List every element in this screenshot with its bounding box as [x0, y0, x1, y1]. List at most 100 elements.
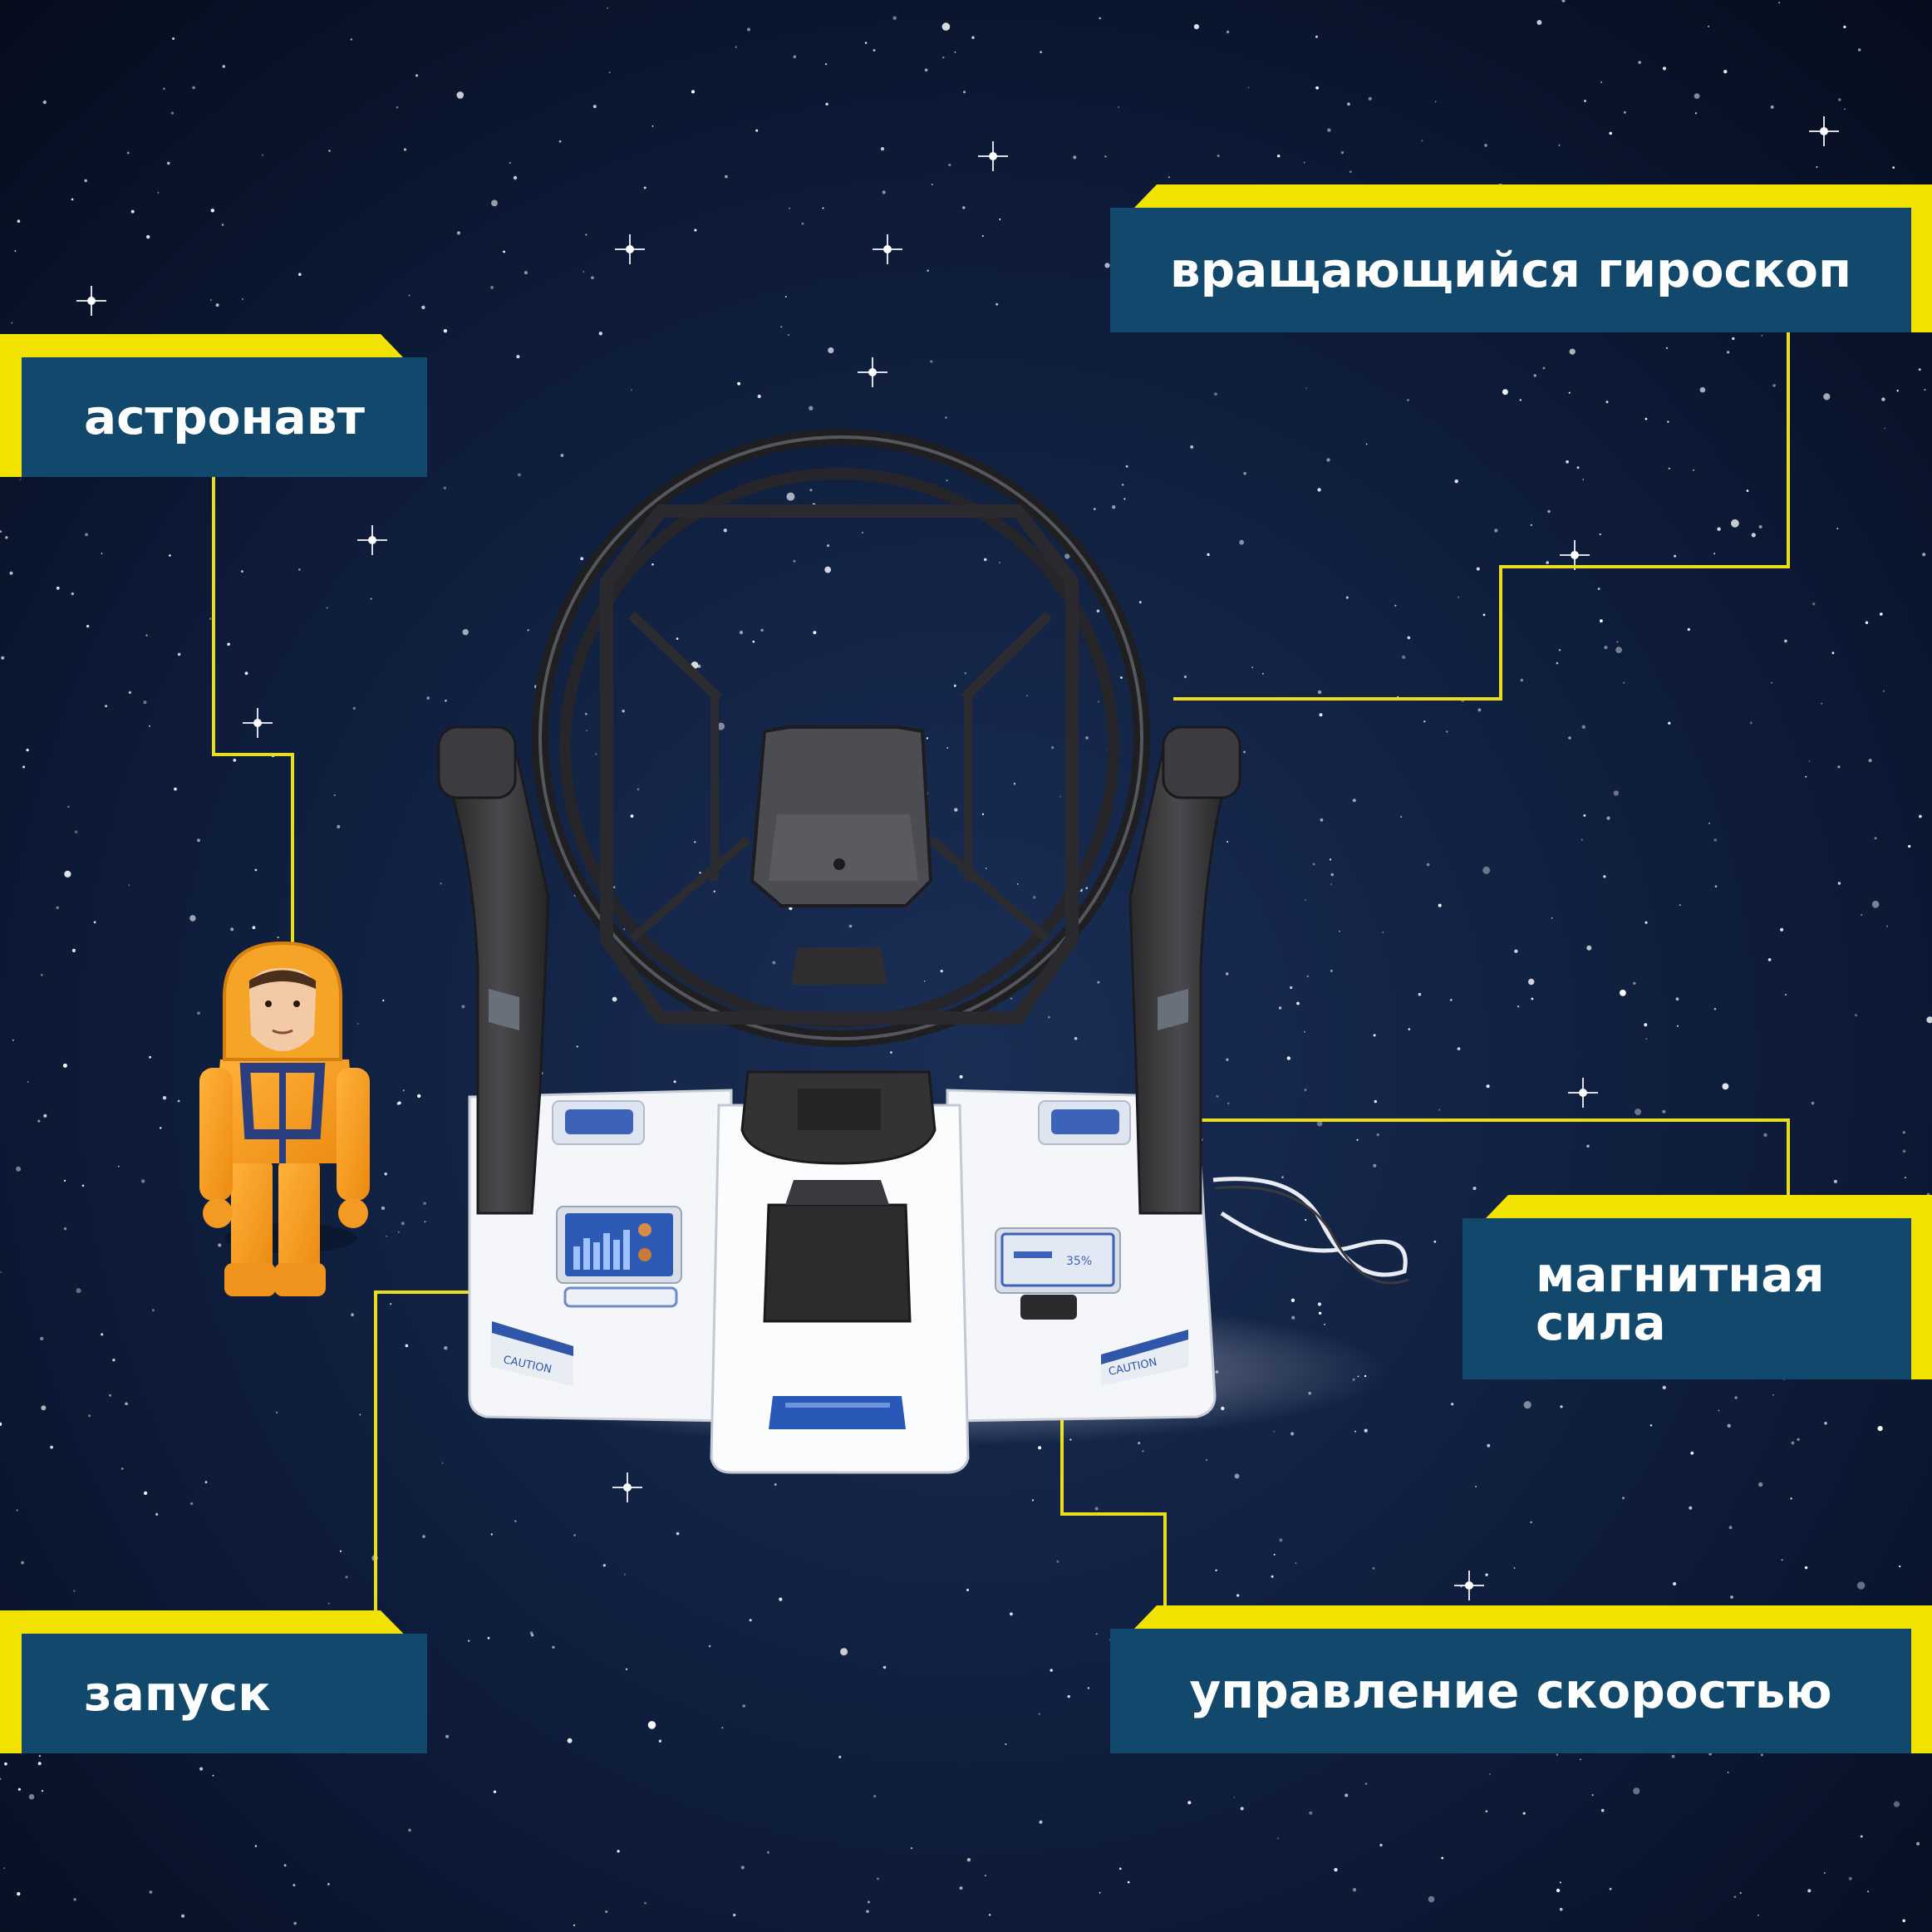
- star: [1797, 1438, 1800, 1442]
- star: [1883, 690, 1885, 692]
- star: [1761, 1753, 1763, 1757]
- star: [774, 1483, 777, 1486]
- star: [1785, 993, 1787, 996]
- star: [910, 1847, 913, 1850]
- magnetic-leader-line: [953, 1118, 1790, 1195]
- star: [1599, 533, 1601, 536]
- star: [1484, 144, 1487, 147]
- star: [177, 1099, 180, 1103]
- star: [1059, 795, 1061, 798]
- star: [1324, 1323, 1326, 1325]
- star: [1087, 1687, 1090, 1689]
- bright-star-core: [883, 245, 892, 253]
- star: [1718, 1409, 1720, 1412]
- star: [1104, 263, 1110, 268]
- star: [651, 563, 654, 566]
- star: [1919, 206, 1921, 209]
- star: [767, 1851, 769, 1854]
- star: [398, 1101, 401, 1105]
- star: [41, 974, 43, 976]
- star: [1693, 469, 1694, 471]
- star: [1623, 681, 1625, 684]
- star: [755, 129, 759, 132]
- star: [1345, 1793, 1349, 1797]
- star: [263, 354, 266, 356]
- star: [780, 326, 783, 328]
- star: [81, 1184, 85, 1187]
- star: [862, 531, 863, 533]
- star: [1, 1613, 5, 1617]
- star: [1051, 746, 1054, 750]
- star: [5, 536, 8, 539]
- star: [1600, 81, 1603, 84]
- star: [1475, 1486, 1477, 1487]
- star: [62, 1063, 67, 1068]
- star: [37, 1119, 41, 1123]
- magnetic-label: магнитная сила: [1463, 1218, 1911, 1379]
- star: [558, 140, 562, 143]
- star: [946, 479, 948, 482]
- star: [1226, 972, 1229, 976]
- star: [1125, 465, 1128, 468]
- star: [673, 1080, 676, 1084]
- star: [1918, 368, 1921, 371]
- star: [809, 406, 814, 410]
- star: [676, 637, 679, 640]
- star: [1376, 1133, 1379, 1137]
- star: [1517, 1005, 1520, 1008]
- star: [1780, 927, 1784, 932]
- gyroscope-rings: [532, 429, 1150, 1047]
- star: [6, 1619, 9, 1623]
- star: [38, 1755, 42, 1757]
- star: [1279, 1538, 1283, 1542]
- star: [1713, 553, 1716, 555]
- star: [178, 1616, 181, 1620]
- star: [880, 147, 885, 151]
- star: [1790, 1497, 1792, 1500]
- star: [1772, 1394, 1775, 1396]
- star: [1767, 958, 1772, 961]
- star: [63, 1179, 66, 1182]
- star: [624, 1573, 626, 1576]
- star: [1831, 651, 1835, 655]
- bright-star-core: [626, 245, 634, 253]
- star: [631, 389, 632, 391]
- star: [415, 74, 419, 77]
- star: [647, 1721, 656, 1729]
- star: [443, 329, 448, 333]
- star: [1352, 1888, 1357, 1892]
- star: [1784, 639, 1787, 643]
- star: [1240, 1807, 1244, 1811]
- star: [17, 1787, 21, 1791]
- star: [1290, 986, 1293, 990]
- star: [421, 305, 425, 310]
- star: [1356, 1138, 1359, 1141]
- star: [945, 416, 947, 419]
- star: [1606, 816, 1610, 820]
- star: [676, 1531, 680, 1536]
- star: [1010, 1612, 1013, 1616]
- star: [426, 696, 430, 700]
- star: [1276, 196, 1278, 199]
- star: [1694, 112, 1698, 115]
- star: [1482, 866, 1491, 874]
- star: [1679, 904, 1681, 906]
- star: [172, 37, 175, 40]
- star: [1926, 1016, 1932, 1024]
- star: [605, 1910, 608, 1914]
- star: [740, 1866, 745, 1870]
- star: [1449, 999, 1453, 1001]
- star: [1824, 1422, 1827, 1425]
- star: [1451, 1403, 1454, 1406]
- star: [1364, 1428, 1368, 1433]
- star: [1438, 1109, 1441, 1111]
- star: [530, 1634, 534, 1637]
- star: [923, 981, 926, 982]
- star: [749, 1619, 752, 1622]
- star: [1317, 488, 1321, 492]
- star: [1031, 1499, 1034, 1502]
- star: [43, 1113, 47, 1118]
- star: [1033, 896, 1036, 899]
- star: [838, 1755, 842, 1758]
- star: [1262, 672, 1264, 675]
